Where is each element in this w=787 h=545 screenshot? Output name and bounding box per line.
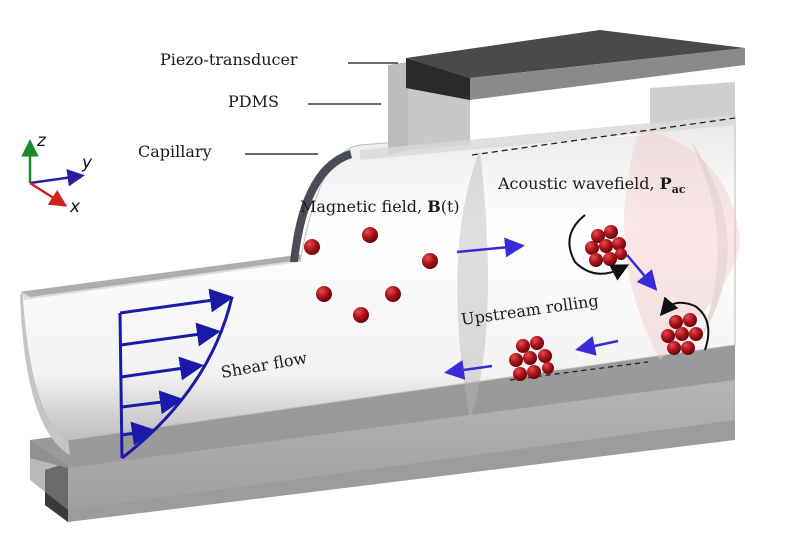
- pdms-base: [30, 345, 735, 510]
- particle: [422, 253, 438, 269]
- label-magnetic-field: Magnetic field, B(t): [300, 197, 460, 216]
- motion-arrow: [456, 237, 525, 258]
- rotation-arrow-upper: [568, 214, 630, 281]
- particle: [304, 239, 320, 255]
- particles: [304, 227, 438, 323]
- axis-label-z: z: [36, 131, 47, 151]
- coordinate-axes: z y x: [21, 131, 93, 217]
- shear-flow-profile: [118, 288, 234, 460]
- particle-cluster-upper: [585, 225, 627, 267]
- label-piezo-transducer: Piezo-transducer: [160, 50, 298, 69]
- motion-arrow: [444, 360, 493, 380]
- acoustic-wavefield: [457, 128, 740, 420]
- label-pdms: PDMS: [228, 92, 279, 111]
- motion-arrow: [626, 254, 658, 291]
- particle-cluster-right: [661, 313, 703, 355]
- motion-arrow: [575, 336, 619, 356]
- dashed-top-line: [471, 117, 736, 156]
- axis-label-y: y: [81, 153, 93, 173]
- particle: [353, 307, 369, 323]
- particle: [385, 286, 401, 302]
- particle: [316, 286, 332, 302]
- piezo-transducer: [406, 30, 745, 100]
- rotation-arrow-right: [659, 296, 710, 351]
- capillary-wall: [290, 150, 352, 262]
- particle: [362, 227, 378, 243]
- label-acoustic-wavefield: Acoustic wavefield, Pac: [497, 174, 686, 196]
- label-capillary: Capillary: [138, 142, 212, 161]
- particle-cluster-lower: [509, 336, 554, 381]
- axis-label-x: x: [69, 197, 81, 217]
